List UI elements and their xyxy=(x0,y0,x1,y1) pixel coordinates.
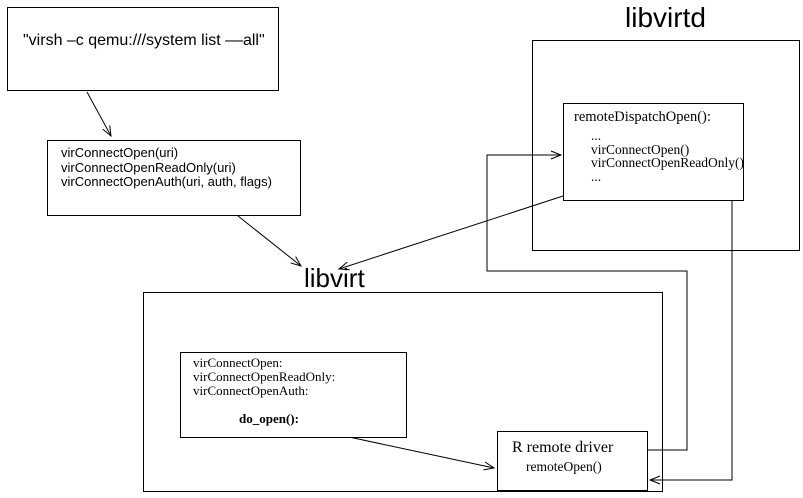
api-line: virConnectOpen(uri) xyxy=(61,145,179,160)
remote-driver-box: R remote driver remoteOpen() xyxy=(497,431,648,491)
remote-open-call: remoteOpen() xyxy=(526,459,602,474)
virsh-command-box: "virsh –c qemu:///system list ––all" xyxy=(7,7,279,91)
arrow-api-to-libvirt xyxy=(237,215,301,266)
dispatch-title: remoteDispatchOpen(): xyxy=(574,109,711,125)
remote-driver-title: R remote driver xyxy=(512,439,614,456)
do-open-call: do_open(): xyxy=(239,411,299,426)
virsh-command-text: "virsh –c qemu:///system list ––all" xyxy=(23,32,265,49)
libvirt-box xyxy=(143,292,663,492)
virconnect-api-box: virConnectOpen(uri) virConnectOpenReadOn… xyxy=(47,140,301,216)
dispatch-line: ... xyxy=(591,128,602,143)
do-open-box: virConnectOpen: virConnectOpenReadOnly: … xyxy=(180,352,407,438)
arrow-dispatch-to-libvirt xyxy=(339,195,564,269)
dispatch-line: ... xyxy=(591,168,602,184)
api-line: virConnectOpenAuth(uri, auth, flags) xyxy=(61,174,272,189)
api-line: virConnectOpenReadOnly(uri) xyxy=(61,159,236,175)
arrow-virsh-to-api xyxy=(86,91,111,136)
open-line: virConnectOpenReadOnly: xyxy=(193,369,336,384)
dispatch-line: virConnectOpen() xyxy=(591,141,690,157)
remote-dispatch-open-box: remoteDispatchOpen(): ... virConnectOpen… xyxy=(563,103,744,201)
libvirtd-label: libvirtd xyxy=(625,2,706,33)
libvirt-label: libvirt xyxy=(304,263,365,293)
libvirtd-box xyxy=(532,40,800,251)
open-line: virConnectOpenAuth: xyxy=(193,383,309,398)
dispatch-line: virConnectOpenReadOnly() xyxy=(591,155,744,170)
open-line: virConnectOpen: xyxy=(193,355,283,370)
